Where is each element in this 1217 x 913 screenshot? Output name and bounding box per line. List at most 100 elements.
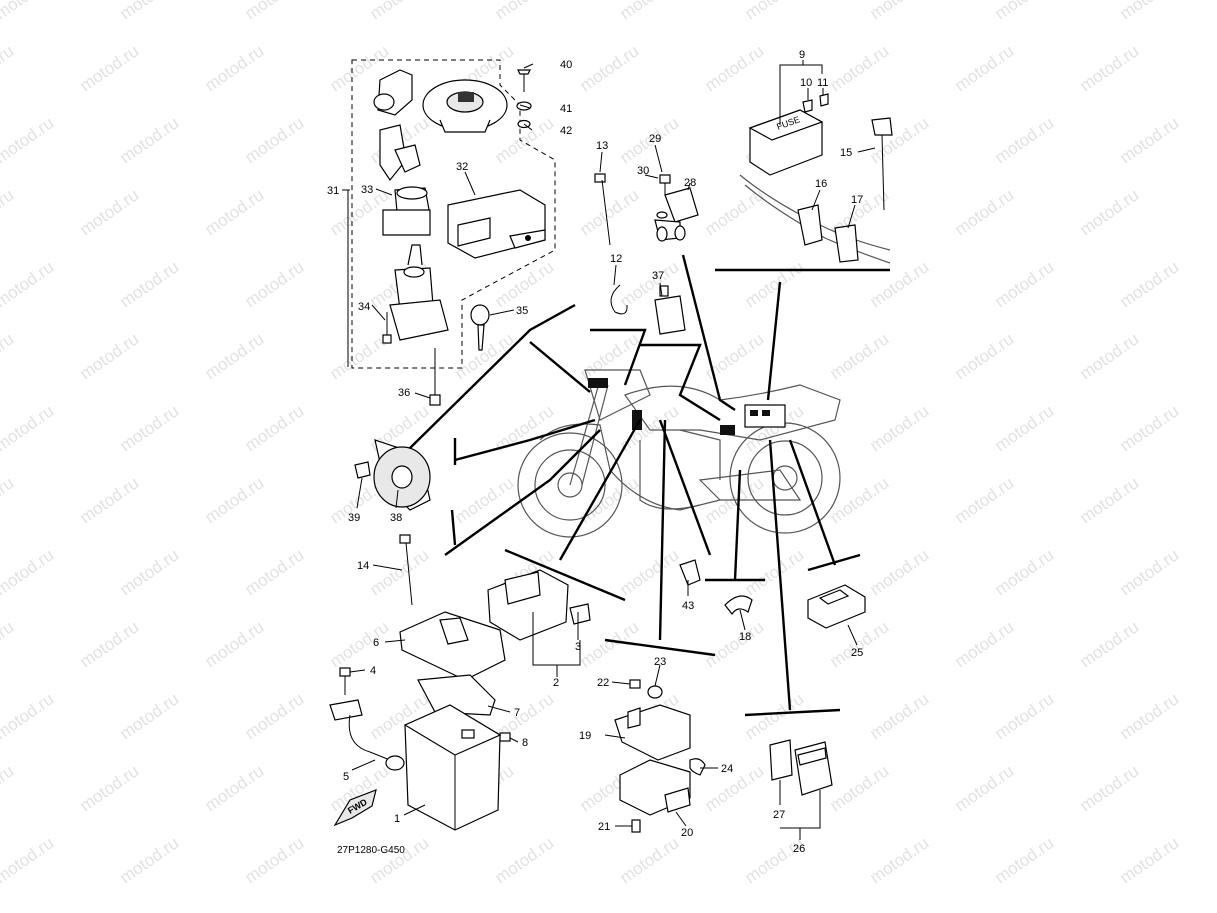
watermark-text: motod.ru — [741, 689, 807, 743]
watermark-text: motod.ru — [951, 185, 1017, 239]
watermark-text: motod.ru — [0, 41, 17, 95]
bolt-34 — [382, 312, 392, 344]
watermark-text: motod.ru — [76, 329, 142, 383]
watermark-text: motod.ru — [701, 617, 767, 671]
starter-relay — [487, 569, 591, 641]
part-8-label: 8 — [522, 737, 528, 749]
watermark-text: motod.ru — [0, 257, 57, 311]
watermark-text: motod.ru — [0, 617, 17, 671]
part-23-label: 23 — [654, 656, 666, 668]
clip-24 — [689, 758, 706, 776]
screw-40-washers — [516, 69, 532, 129]
watermark-text: motod.ru — [241, 0, 307, 23]
watermark-text: motod.ru — [0, 761, 17, 815]
watermark-text: motod.ru — [1116, 689, 1182, 743]
tie-14 — [399, 534, 413, 606]
part-6-label: 6 — [373, 637, 379, 649]
watermark-text: motod.ru — [366, 545, 432, 599]
watermark-text: motod.ru — [116, 113, 182, 167]
part-39-label: 39 — [348, 512, 360, 524]
watermark-text: motod.ru — [991, 0, 1057, 23]
watermark-text: motod.ru — [1116, 0, 1182, 23]
part-21-label: 21 — [598, 821, 610, 833]
watermark-text: motod.ru — [616, 0, 682, 23]
watermark-text: motod.ru — [866, 545, 932, 599]
switch-25 — [807, 584, 866, 629]
watermark-text: motod.ru — [866, 689, 932, 743]
watermark-text: motod.ru — [201, 329, 267, 383]
clip-12 — [610, 284, 628, 315]
watermark-text: motod.ru — [241, 545, 307, 599]
watermark-text: motod.ru — [326, 617, 392, 671]
part-29-label: 29 — [649, 133, 661, 145]
watermark-text: motod.ru — [576, 185, 642, 239]
part-11-label: 11 — [817, 77, 828, 89]
part-34-label: 34 — [358, 301, 370, 313]
relay-26 — [769, 739, 833, 796]
part-13-label: 13 — [596, 140, 608, 152]
watermark-text: motod.ru — [366, 0, 432, 23]
part-2-label: 2 — [553, 677, 559, 689]
watermark-text: motod.ru — [201, 185, 267, 239]
watermark-text: motod.ru — [76, 473, 142, 527]
watermark-text: motod.ru — [241, 401, 307, 455]
part-4-label: 4 — [370, 665, 376, 677]
part-35-label: 35 — [516, 305, 528, 317]
handlebar-clamp — [739, 117, 893, 264]
part-33-label: 33 — [361, 184, 373, 196]
watermark-text: motod.ru — [991, 401, 1057, 455]
clamp-43 — [679, 559, 701, 586]
watermark-text: motod.ru — [76, 185, 142, 239]
watermark-text: motod.ru — [116, 257, 182, 311]
watermark-text: motod.ru — [616, 545, 682, 599]
part-3-label: 3 — [575, 641, 581, 653]
watermark-text: motod.ru — [1076, 329, 1142, 383]
watermark-text: motod.ru — [701, 329, 767, 383]
relay-37 — [654, 285, 686, 335]
watermark-text: motod.ru — [826, 473, 892, 527]
watermark-text: motod.ru — [451, 473, 517, 527]
bolt-8 — [499, 732, 511, 742]
watermark-text: motod.ru — [116, 689, 182, 743]
watermark-text: motod.ru — [866, 0, 932, 23]
battery-1 — [403, 704, 502, 831]
watermark-text: motod.ru — [991, 833, 1057, 887]
part-38-label: 38 — [390, 512, 402, 524]
watermark-text: motod.ru — [76, 41, 142, 95]
watermark-text: motod.ru — [991, 113, 1057, 167]
watermark-text: motod.ru — [1076, 41, 1142, 95]
watermark-text: motod.ru — [741, 0, 807, 23]
part-19-label: 19 — [579, 730, 591, 742]
watermark-text: motod.ru — [201, 617, 267, 671]
watermark-text: motod.ru — [951, 761, 1017, 815]
watermark-text: motod.ru — [951, 617, 1017, 671]
part-1-label: 1 — [394, 813, 400, 825]
watermark-text: motod.ru — [201, 473, 267, 527]
part-9-label: 9 — [799, 49, 805, 61]
drawing-code: 27P1280-G450 — [337, 845, 405, 856]
watermark-text: motod.ru — [1116, 401, 1182, 455]
group-box-31 — [351, 59, 556, 369]
watermark-text: motod.ru — [741, 833, 807, 887]
watermark-text: motod.ru — [991, 545, 1057, 599]
watermark-text: motod.ru — [1076, 617, 1142, 671]
part-number-labels: 40 41 42 32 31 33 34 35 36 13 29 30 28 1… — [327, 49, 863, 856]
part-25-label: 25 — [851, 647, 863, 659]
watermark-text: motod.ru — [491, 833, 557, 887]
watermark-text: motod.ru — [826, 329, 892, 383]
watermark-text: motod.ru — [1116, 113, 1182, 167]
part-12-label: 12 — [610, 253, 622, 265]
watermark-text: motod.ru — [1076, 473, 1142, 527]
part-40-label: 40 — [560, 59, 572, 71]
leader-lines — [407, 254, 890, 717]
part-37-label: 37 — [652, 270, 664, 282]
watermark-text: motod.ru — [826, 617, 892, 671]
watermark-text: motod.ru — [826, 41, 892, 95]
watermark-text: motod.ru — [241, 689, 307, 743]
watermark-text: motod.ru — [0, 833, 57, 887]
watermark-text: motod.ru — [701, 185, 767, 239]
part-10-label: 10 — [800, 77, 812, 89]
watermark-text: motod.ru — [616, 833, 682, 887]
watermark-text: motod.ru — [76, 761, 142, 815]
